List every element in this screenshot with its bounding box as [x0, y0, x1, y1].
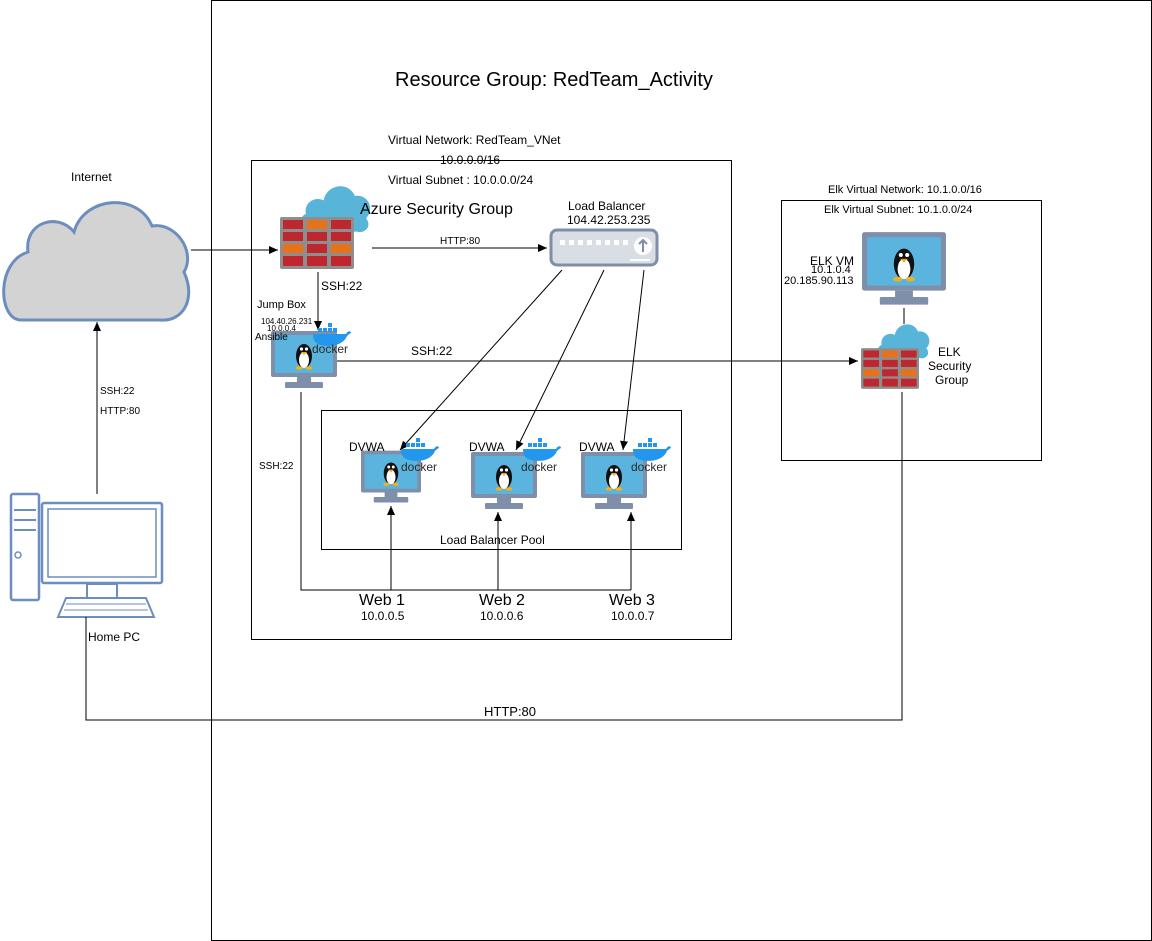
- homepc-to-elk-http-label: HTTP:80: [484, 704, 537, 719]
- jumpbox-public-ip: 104.40.26.231: [261, 317, 313, 326]
- vnet-box: [251, 160, 732, 640]
- web2-ip: 10.0.0.6: [480, 609, 524, 623]
- bus-ssh-label: SSH:22: [259, 461, 294, 472]
- lb-to-web2-line: [515, 269, 605, 451]
- web2-docker-label: docker: [521, 460, 558, 474]
- vnet-subnet: Virtual Subnet : 10.0.0.0/24: [388, 173, 534, 187]
- sg-to-jumpbox-ssh-label: SSH:22: [321, 279, 363, 293]
- web3-name: Web 3: [609, 592, 655, 609]
- web2-name: Web 2: [479, 592, 525, 609]
- lb-pool-box: [321, 410, 682, 550]
- homepc-to-elk-line: [85, 392, 903, 721]
- elk-vm-monitor-icon: [862, 232, 946, 305]
- vnet-name: Virtual Network: RedTeam_VNet: [388, 133, 561, 147]
- homepc-http-label: HTTP:80: [100, 406, 141, 417]
- elk-vm-private-ip: 10.1.0.4: [811, 264, 851, 276]
- elk-subnet-label: Elk Virtual Subnet: 10.1.0.0/24: [824, 204, 973, 216]
- internet-label: Internet: [71, 170, 112, 184]
- web3-ip: 10.0.0.7: [611, 609, 655, 623]
- elk-vnet-box: [781, 200, 1042, 461]
- jumpbox-to-elk-ssh-label: SSH:22: [411, 344, 453, 358]
- vnet-cidr: 10.0.0.0/16: [440, 153, 501, 167]
- elk-vnet-label: Elk Virtual Network: 10.1.0.0/16: [828, 184, 982, 196]
- elk-sg-label-2: Security: [928, 359, 972, 373]
- load-balancer-ip: 104.42.253.235: [567, 213, 651, 227]
- lb-pool-label: Load Balancer Pool: [440, 533, 545, 547]
- internet-cloud-icon: [2, 201, 191, 322]
- home-pc-icon: [9, 492, 164, 618]
- azure-security-group-icon: [280, 186, 371, 269]
- jumpbox-ansible-label: Ansible: [255, 332, 288, 343]
- jumpbox-name: Jump Box: [257, 299, 306, 311]
- sg-to-lb-http-label: HTTP:80: [440, 236, 481, 247]
- web2-dvwa-label: DVWA: [469, 440, 505, 454]
- load-balancer-icon: [549, 228, 659, 267]
- lb-to-web1-line: [399, 269, 563, 451]
- web1-name: Web 1: [359, 592, 405, 609]
- homepc-ssh-label: SSH:22: [100, 386, 135, 397]
- elk-sg-label-1: ELK: [938, 345, 961, 359]
- resource-group-title: Resource Group: RedTeam_Activity: [395, 69, 713, 91]
- load-balancer-name: Load Balancer: [568, 199, 646, 213]
- web3-docker-label: docker: [631, 460, 668, 474]
- connections: [85, 244, 905, 721]
- jumpbox-docker-label: docker: [312, 342, 349, 356]
- web1-docker-label: docker: [401, 460, 438, 474]
- ssh-bus-line: [300, 392, 631, 591]
- elk-security-group-icon: [861, 324, 930, 389]
- lb-to-web3-line: [620, 269, 645, 451]
- web3-dvwa-label: DVWA: [579, 440, 615, 454]
- web1-dvwa-label: DVWA: [349, 440, 385, 454]
- jumpbox-private-ip: 10.0.0.4: [267, 324, 296, 333]
- elk-vm-name: ELK VM: [810, 254, 855, 268]
- elk-vm-public-ip: 20.185.90.113: [784, 275, 854, 287]
- azure-security-group-label: Azure Security Group: [360, 201, 513, 218]
- elk-sg-label-3: Group: [935, 373, 969, 387]
- home-pc-label: Home PC: [88, 630, 141, 644]
- web1-ip: 10.0.0.5: [361, 609, 405, 623]
